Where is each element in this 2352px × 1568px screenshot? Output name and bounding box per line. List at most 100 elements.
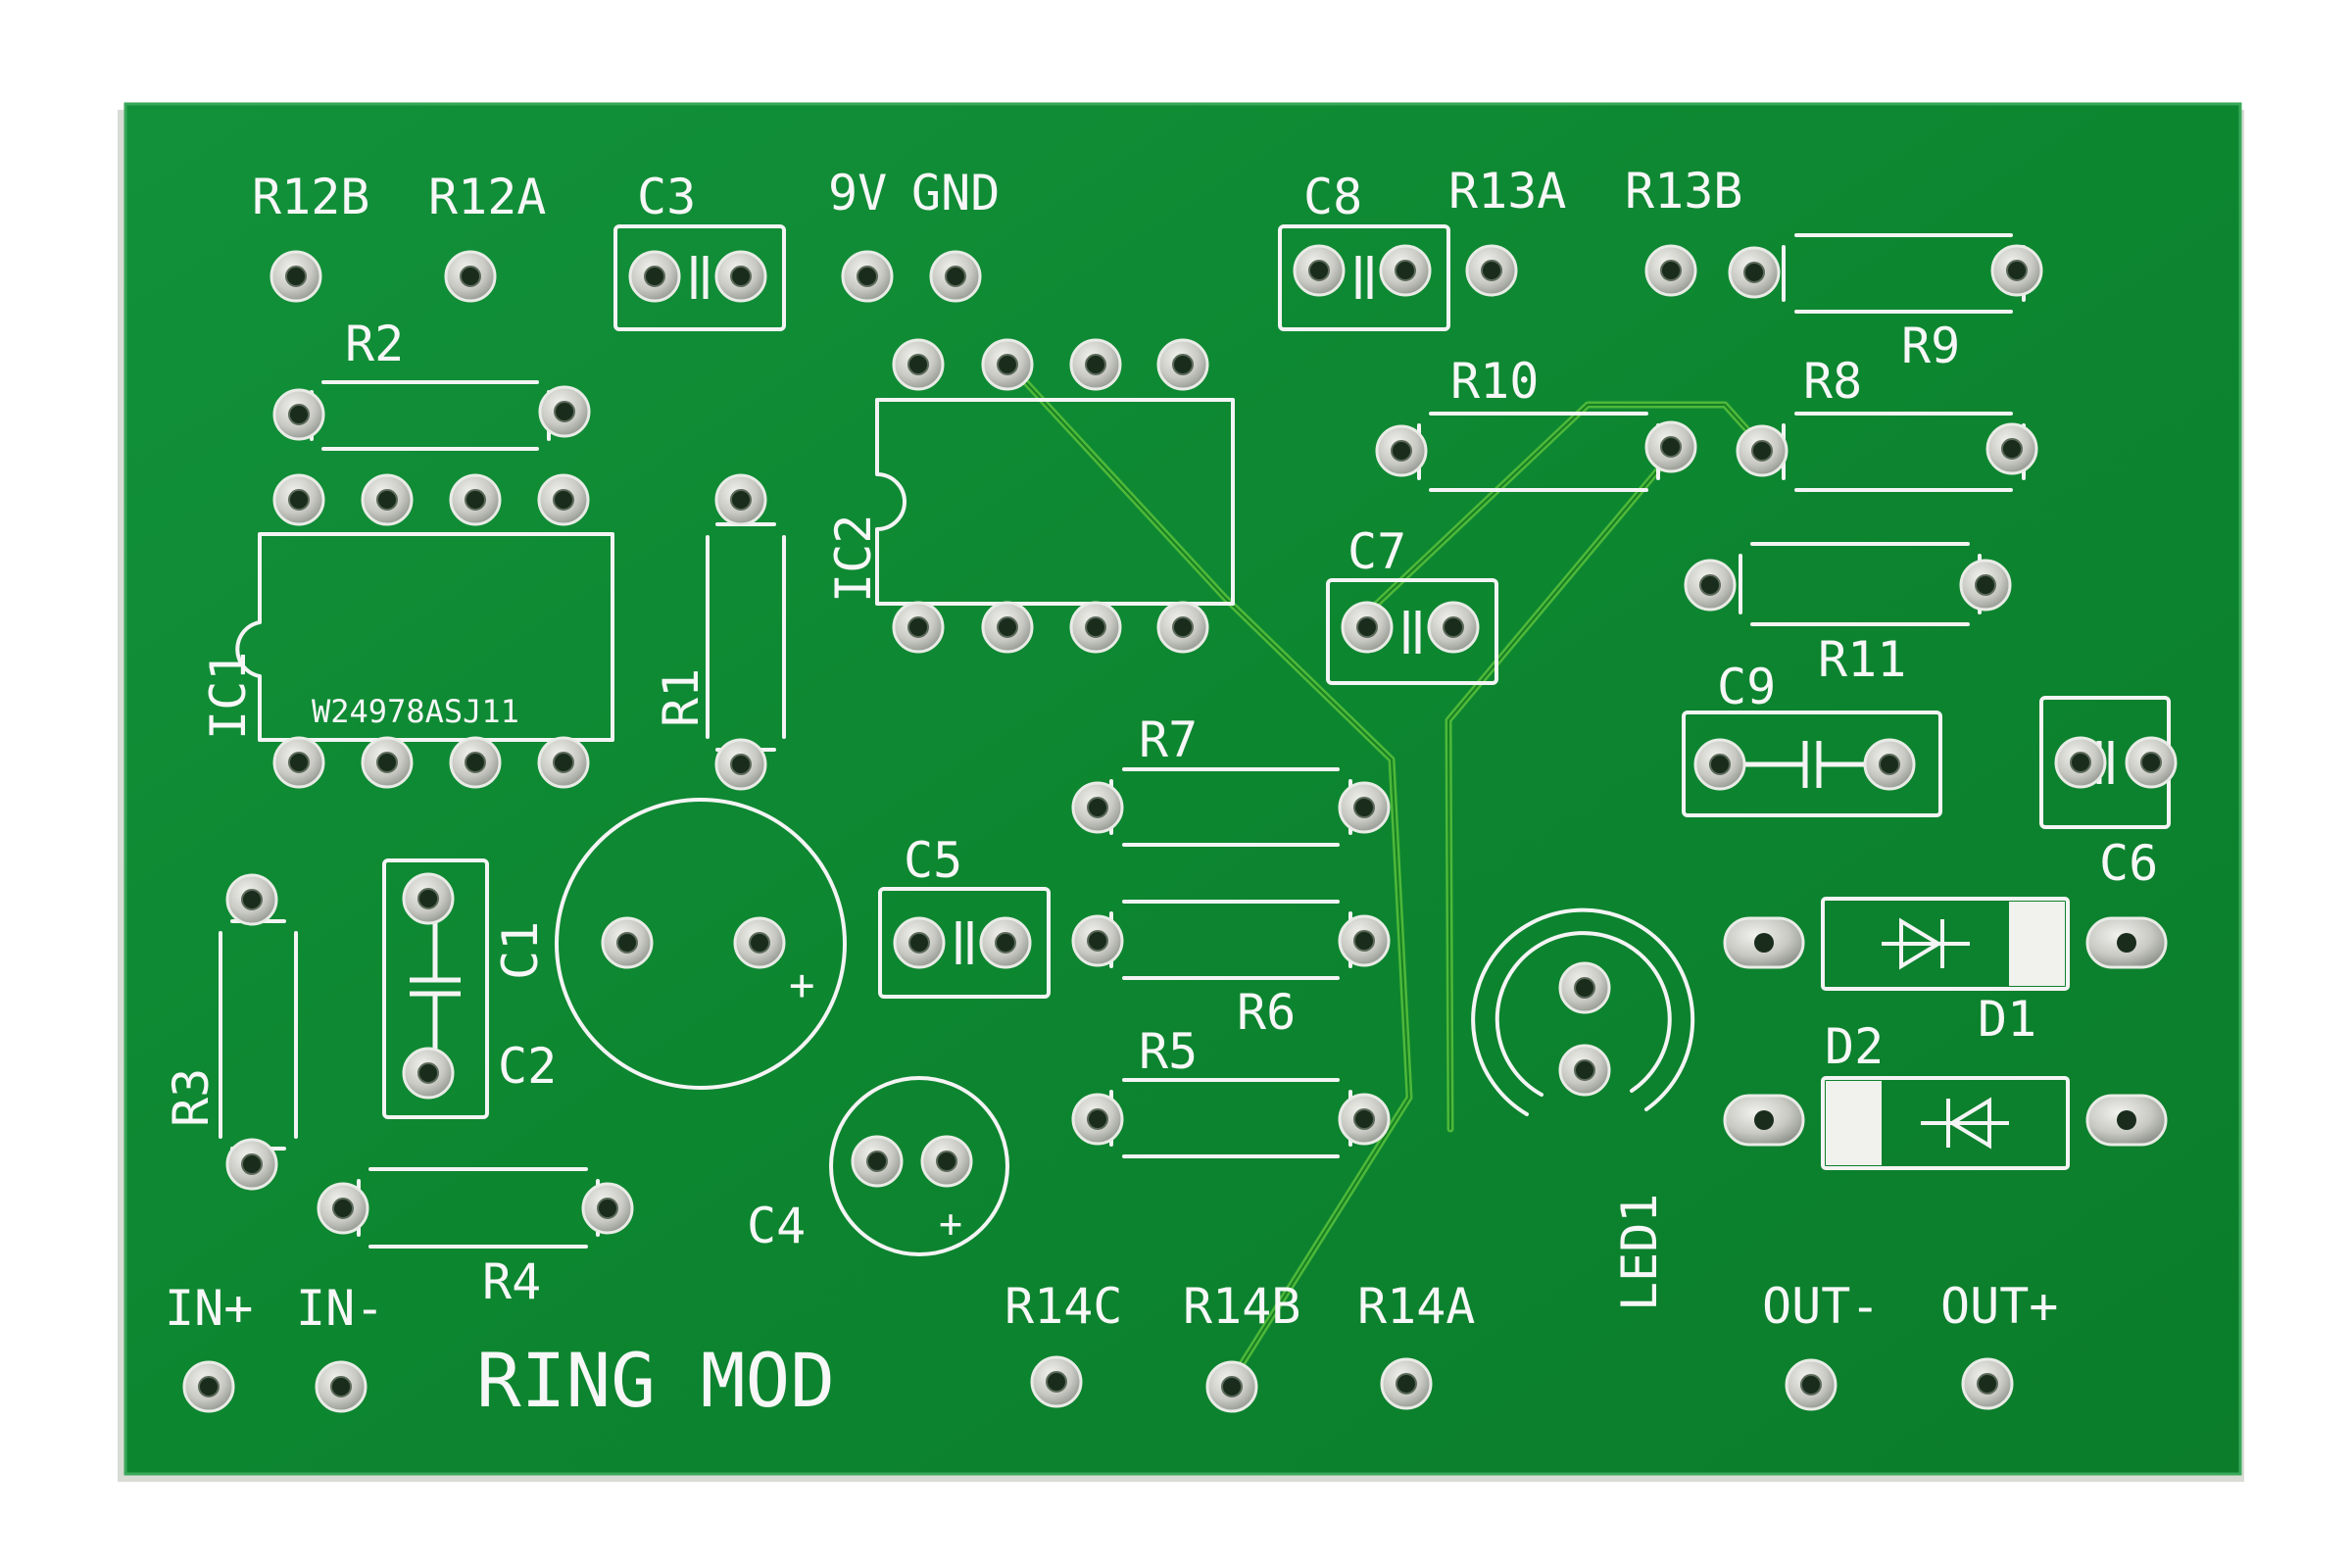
r5-outline [1109,1078,1352,1158]
pad-ic1-2 [361,473,414,526]
label-r5: R5 [1139,1023,1198,1080]
label-out-plus: OUT+ [1940,1278,2058,1335]
r2-outline [310,380,551,451]
pad-in-plus [182,1360,235,1413]
c1-c2-outline [382,858,489,1119]
pad-c4-2 [920,1135,973,1188]
label-d2: D2 [1825,1018,1884,1075]
pad-c9-1 [1693,738,1746,791]
pad-r7-2 [1338,781,1391,834]
pad-in-minus [315,1360,368,1413]
led1-outline [1471,907,1695,1116]
r1-outline [706,522,786,752]
pad-r11-2 [1959,559,2012,612]
pad-ic2-1 [892,338,945,391]
pad-ic2-7 [1069,601,1122,654]
pad-r9-1 [1728,246,1781,299]
c8-outline [1278,224,1450,331]
pad-r12b [270,250,322,303]
label-r3: R3 [163,1068,220,1127]
pad-r3-1 [225,873,278,926]
pad-ic1-3 [449,473,502,526]
label-c3: C3 [637,169,696,225]
pad-ic2-8 [1156,601,1209,654]
board-title: RING MOD [476,1337,835,1424]
label-c1: C1 [492,921,549,980]
copper-traces [1005,361,1763,1376]
d2-cathode-band [1826,1081,1882,1165]
pad-elcap-2 [733,916,786,969]
label-r13a: R13A [1448,163,1566,220]
pad-r1-2 [714,738,767,791]
label-c2: C2 [498,1038,557,1095]
pad-ic1-8 [537,736,590,789]
pad-c7-1 [1341,601,1394,654]
pad-ic2-6 [981,601,1034,654]
pad-elcap-1 [601,916,654,969]
pad-r6-2 [1338,914,1391,967]
label-out-minus: OUT- [1762,1278,1880,1335]
label-d1: D1 [1978,991,2036,1048]
pad-r14a [1380,1357,1433,1410]
label-c8: C8 [1303,169,1362,225]
pad-d1-1 [1723,916,1805,969]
r8-outline [1782,412,2026,492]
pad-led1-2 [1558,1044,1611,1097]
electrolytic-big-outline [555,798,847,1090]
label-r12a: R12A [428,169,546,225]
label-r12b: R12B [252,169,369,225]
label-r11: R11 [1818,631,1906,688]
pad-ic1-6 [361,736,414,789]
pad-ic2-2 [981,338,1034,391]
pad-c5-2 [979,916,1032,969]
pad-r14b [1205,1360,1258,1413]
pad-r7-1 [1071,781,1124,834]
pad-c1 [402,872,455,925]
silkscreen-outlines [219,224,2171,1256]
c4-outline [829,1076,1009,1256]
label-r4: R4 [482,1253,541,1310]
r10-outline [1417,412,1660,492]
pad-d2-2 [2085,1094,2168,1147]
pad-c2 [402,1047,455,1100]
label-elcap-plus: + [789,960,815,1010]
c1-c2-symbol [410,921,461,1056]
r6-outline [1109,900,1352,980]
pad-r10-1 [1375,424,1428,477]
pad-c9-2 [1863,738,1916,791]
pad-out-plus [1961,1357,2014,1410]
label-ic1-part: W24978ASJ11 [312,693,519,730]
pad-c6-1 [2054,736,2107,789]
label-ic2: IC2 [825,514,882,603]
label-r10: R10 [1450,353,1539,410]
pad-d1-2 [2085,916,2168,969]
pad-r5-2 [1338,1093,1391,1146]
pad-ic2-3 [1069,338,1122,391]
pad-ic2-5 [892,601,945,654]
label-c4-plus: + [939,1201,962,1247]
ic1-outline [235,532,614,742]
c3-outline [613,224,786,331]
pad-led1-1 [1558,961,1611,1014]
pad-r8-2 [1985,422,2038,475]
d1-outline [1821,897,2070,991]
pad-r8-1 [1736,424,1788,477]
pad-gnd [929,250,982,303]
pad-r11-1 [1684,559,1737,612]
pad-c6-2 [2125,736,2178,789]
label-r8: R8 [1803,353,1862,410]
led1-inner-outline [1494,931,1672,1097]
c5-outline [878,887,1051,999]
pad-r10-2 [1644,420,1697,473]
pad-r4-1 [317,1182,369,1235]
label-r6: R6 [1237,984,1296,1041]
d2-outline [1821,1076,2070,1170]
label-r14a: R14A [1357,1278,1475,1335]
pad-c5-1 [893,916,946,969]
pad-r3-2 [225,1138,278,1191]
r11-outline [1739,542,1982,626]
pad-r6-1 [1071,914,1124,967]
label-ic1: IC1 [200,652,257,740]
pad-d2-1 [1723,1094,1805,1147]
